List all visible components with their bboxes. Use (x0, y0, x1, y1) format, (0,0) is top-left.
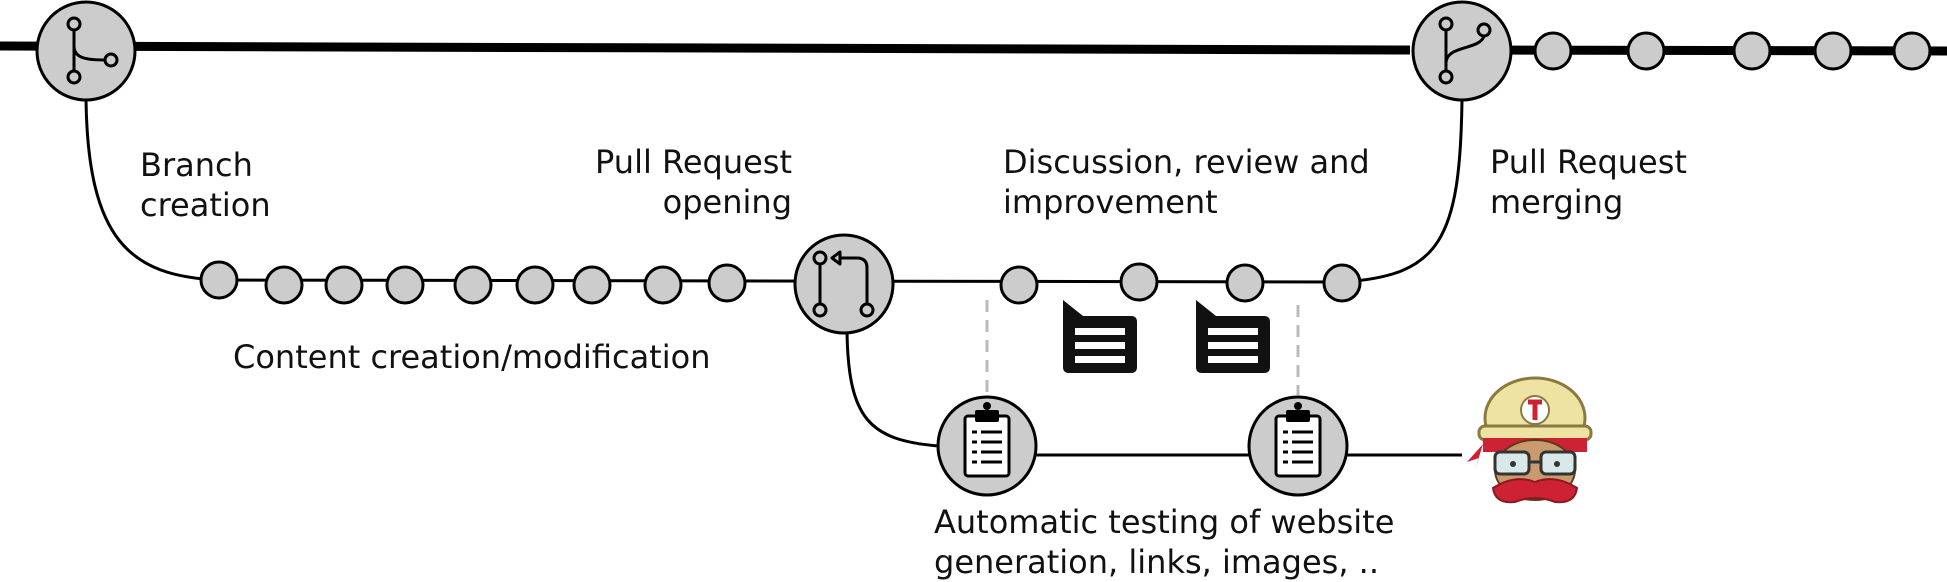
main-commit-node (1813, 31, 1853, 71)
content-commit-node (707, 263, 747, 303)
content-commit-node (264, 265, 304, 305)
main-commit-node (1626, 31, 1666, 71)
automatic-testing-line-1: Automatic testing of website (934, 503, 1395, 541)
branch-creation-line-2: creation (140, 186, 271, 224)
discussion-line-1: Discussion, review and (1003, 143, 1370, 181)
main-commit-node (1533, 31, 1573, 71)
travis-ci-mascot (1467, 376, 1593, 504)
content-creation-label: Content creation/modification (233, 338, 711, 376)
pr-merging-line-1: Pull Request (1490, 143, 1687, 181)
comment-icon (1196, 300, 1270, 373)
automatic-testing-line-2: generation, links, images, .. (934, 543, 1380, 581)
pr-merging-line-2: merging (1490, 183, 1624, 221)
content-commit-node (324, 265, 364, 305)
review-commit-node (1322, 263, 1362, 303)
main-commit-node (1732, 31, 1772, 71)
discussion-line-2: improvement (1003, 183, 1218, 221)
feature-branch-curve (84, 99, 219, 282)
pr-opening-line-2: opening (662, 183, 792, 221)
branch-creation-label: Branch creation (140, 145, 271, 225)
comment-icon (1063, 300, 1137, 373)
clipboard-checklist-icon (1247, 395, 1349, 497)
git-merge-icon (1411, 0, 1513, 102)
branch-creation-line-1: Branch (140, 146, 253, 184)
main-commit-node (1892, 31, 1932, 71)
content-commit-node (453, 265, 493, 305)
feature-commit-group (199, 260, 1362, 305)
pr-opening-line-1: Pull Request (595, 143, 792, 181)
merge-curve (1341, 99, 1464, 284)
content-commit-node (572, 265, 612, 305)
pull-request-icon (793, 233, 895, 335)
content-commit-node (385, 265, 425, 305)
review-commit-node (999, 265, 1039, 305)
content-commit-node (199, 260, 239, 300)
content-commit-node (515, 265, 555, 305)
automatic-testing-label: Automatic testing of website generation,… (934, 502, 1394, 582)
review-commit-node (1119, 262, 1159, 302)
main-branch-line-after-merge (1459, 45, 1947, 56)
main-branch-line (0, 41, 1411, 55)
main-commit-group (1533, 31, 1932, 71)
ci-branch-curve (845, 329, 939, 448)
clipboard-checklist-icon (936, 395, 1038, 497)
review-commit-node (1225, 263, 1265, 303)
pr-opening-label: Pull Request opening (560, 142, 792, 222)
pr-merging-label: Pull Request merging (1490, 142, 1687, 222)
content-commit-node (643, 265, 683, 305)
git-branch-icon (35, 0, 137, 102)
discussion-label: Discussion, review and improvement (1003, 142, 1370, 222)
